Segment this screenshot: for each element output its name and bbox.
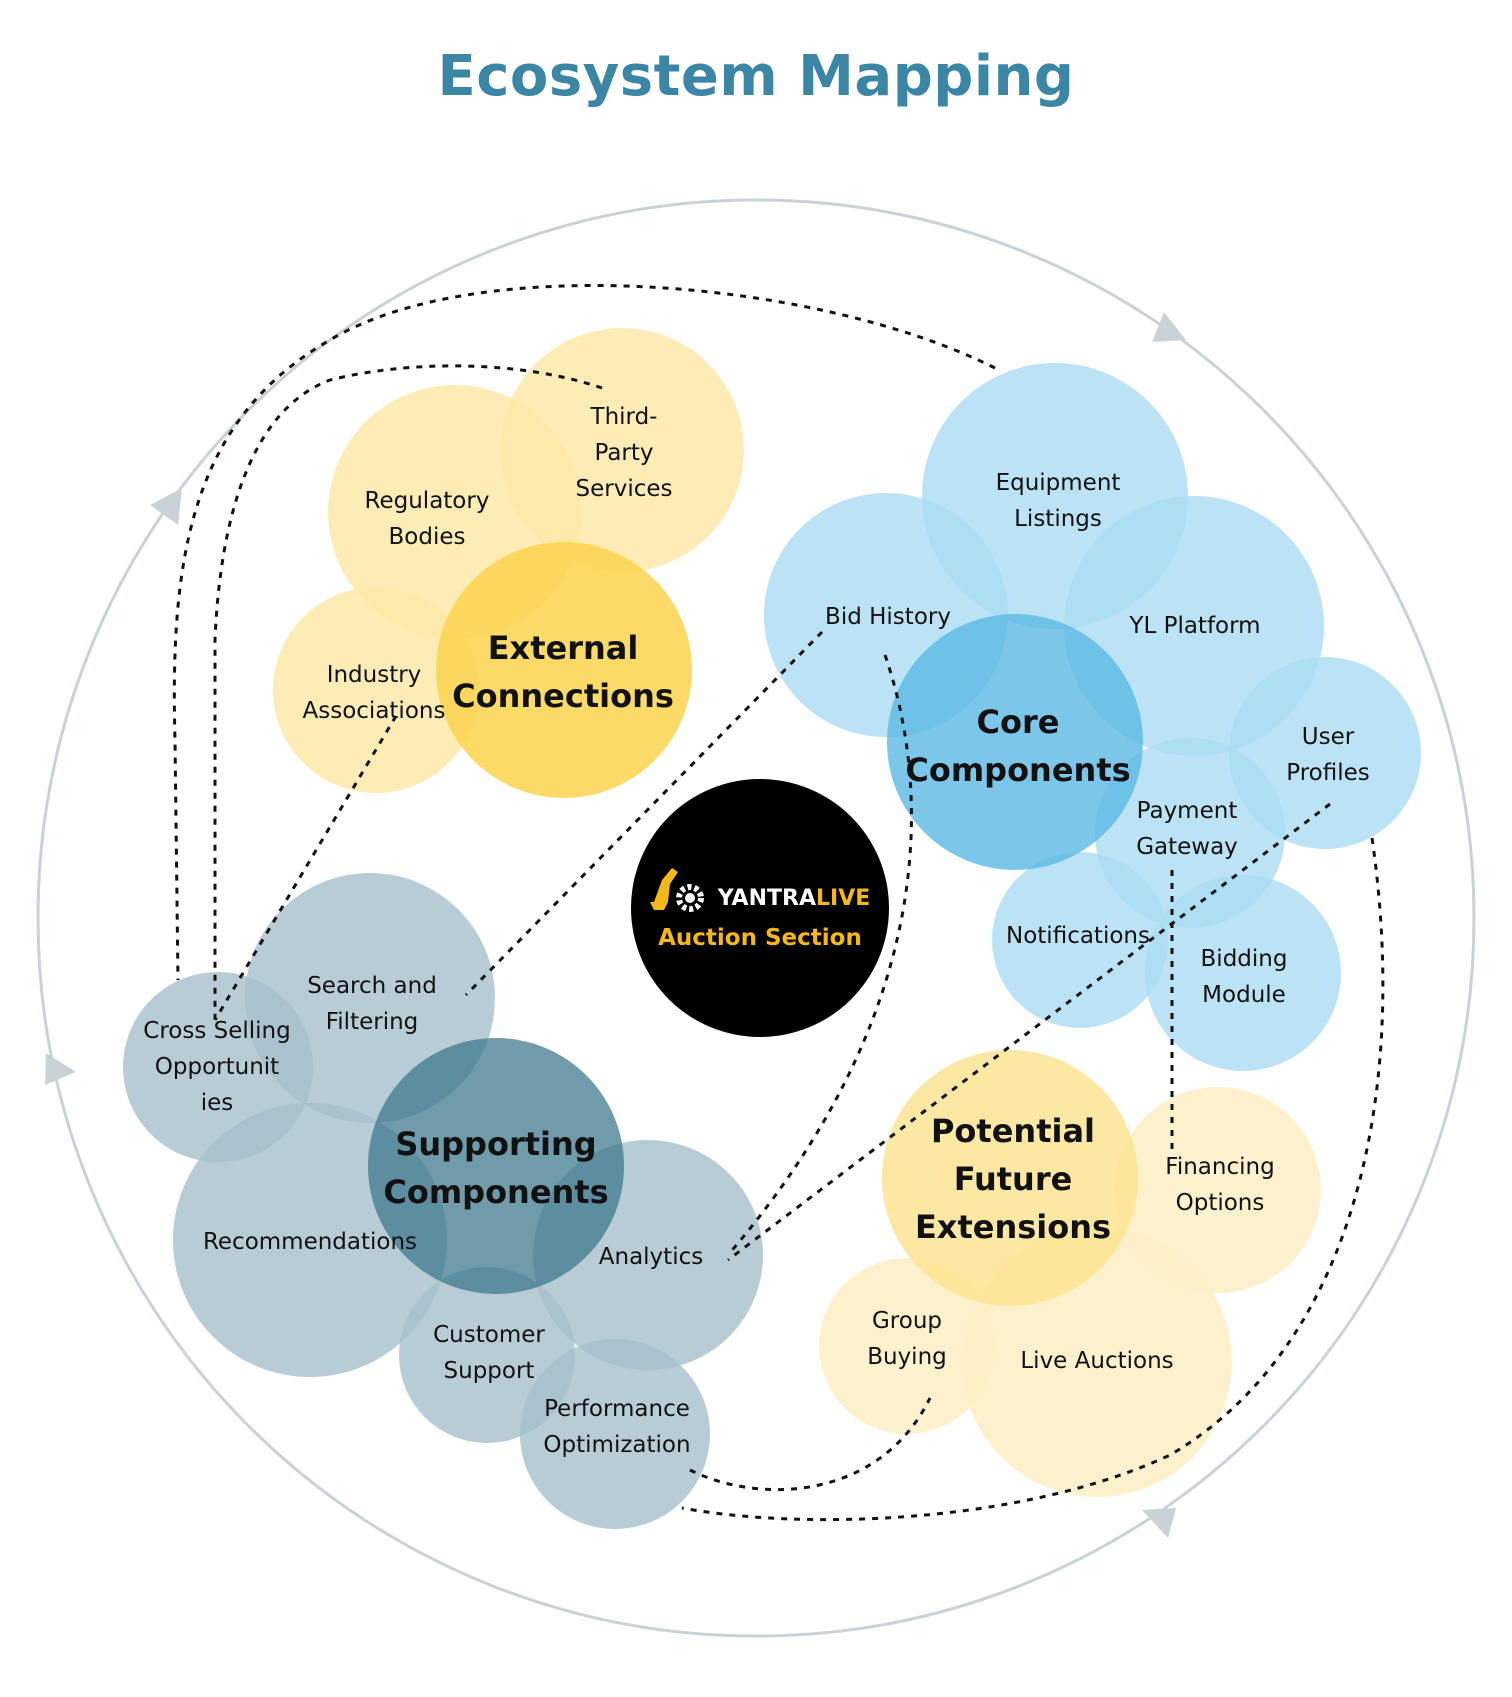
circle-potential-future-extensions [882,1050,1138,1306]
dashed-link-performance-group [689,1397,932,1492]
circle-cross-selling [123,972,313,1162]
circle-financing-options [1115,1087,1321,1293]
ring-arrow-icon [150,488,182,525]
dashed-link-outer-bottom [681,837,1385,1522]
dashed-link-outer-top [172,284,996,981]
ring-arrow-icon [1152,312,1186,342]
circle-notifications [992,852,1168,1028]
label-analytics: Analytics [599,1244,703,1270]
ring-arrow-icon [1142,1508,1176,1538]
circle-supporting-components [368,1038,624,1294]
circle-user-profiles [1229,657,1421,849]
dashed-link-user-profiles [727,802,1331,1262]
outer-ring [36,198,1476,1638]
brand-left: YANTRA [717,886,816,911]
circle-group-buying [819,1258,995,1434]
center-hub: YANTRALIVE Auction Section [631,779,889,1037]
excavator-gear-icon [650,868,704,912]
page-title: Ecosystem Mapping [437,44,1075,109]
label-yl-platform: YL Platform [1128,613,1260,639]
ring-arrow-icon [45,1053,76,1085]
circle-bidding-module [1145,875,1341,1071]
circle-industry-associations [273,587,479,793]
circle-external-connections [436,542,692,798]
circle-third-party-services [500,328,744,572]
circle-performance-optimization [520,1339,710,1529]
label-notifications: Notifications [1006,923,1150,949]
brand-right: LIVE [816,886,870,911]
label-recommendations: Recommendations [203,1229,417,1255]
outer-cycle-ring [36,198,1476,1638]
brand-wordmark: YANTRALIVE [717,886,871,911]
center-hub-circle [631,779,889,1037]
circles-layer [123,328,1421,1529]
center-subtitle: Auction Section [658,925,862,951]
dashed-link-core-analytics [726,654,913,1256]
circle-core-components [887,614,1143,870]
label-bid-history: Bid History [825,604,951,630]
label-live-auctions: Live Auctions [1020,1348,1173,1374]
connection-lines [172,284,1385,1522]
dashed-link-third-party [213,364,603,1020]
